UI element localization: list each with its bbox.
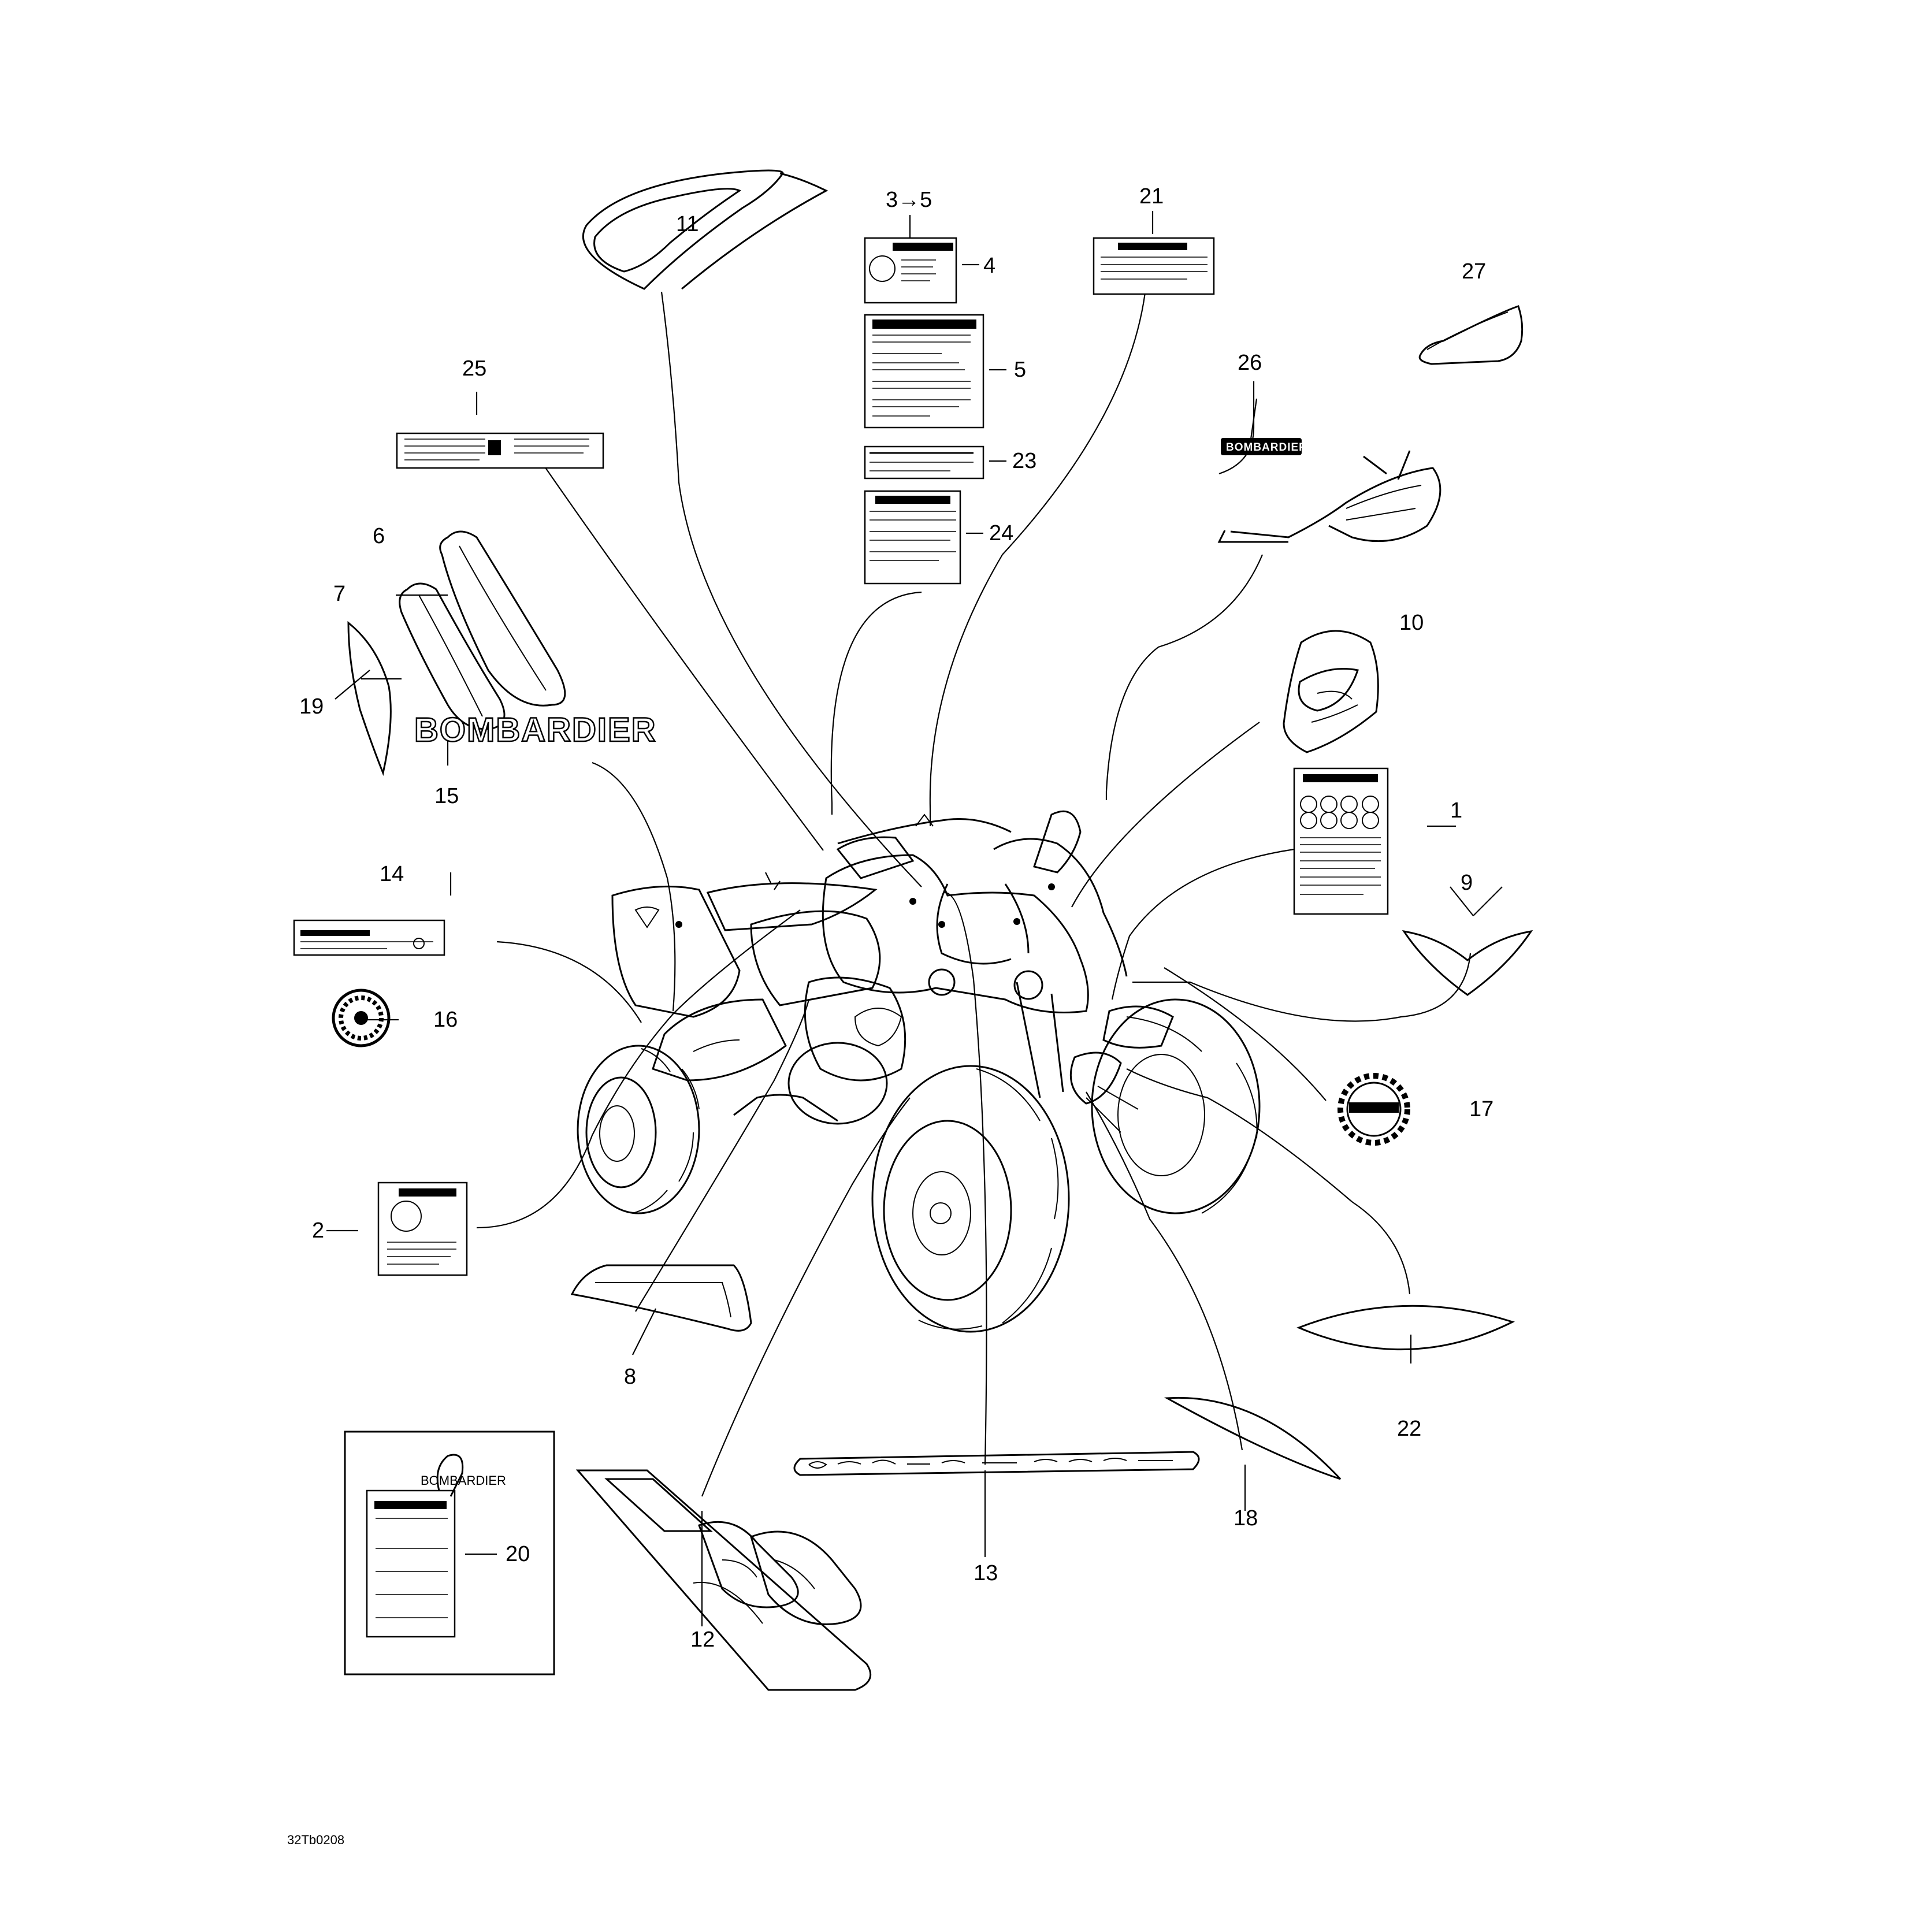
key-tag-icon: BOMBARDIER bbox=[344, 1431, 555, 1675]
warning-label-25 bbox=[396, 432, 604, 469]
callout-13: 13 bbox=[974, 1561, 998, 1585]
callout-22: 22 bbox=[1397, 1417, 1421, 1441]
atv-vehicle-icon bbox=[577, 810, 1261, 1333]
decal-12 bbox=[575, 1469, 872, 1691]
decal-6 bbox=[439, 530, 566, 707]
callout-12: 12 bbox=[690, 1628, 715, 1652]
callout-17: 17 bbox=[1469, 1097, 1493, 1121]
callout-1: 1 bbox=[1450, 798, 1462, 823]
figure-id: 32Tb0208 bbox=[287, 1833, 344, 1847]
key-tag-brand: BOMBARDIER bbox=[421, 1473, 506, 1488]
callout-23: 23 bbox=[1012, 449, 1036, 473]
callout-21: 21 bbox=[1139, 184, 1164, 209]
decal-11 bbox=[582, 169, 828, 290]
warning-label-1 bbox=[1293, 767, 1389, 915]
gear-emblem-icon bbox=[1337, 1073, 1410, 1146]
callout-3to5: 3→5 bbox=[886, 188, 932, 212]
bombardier-decal-26: BOMBARDIER bbox=[1221, 438, 1307, 455]
callout-19: 19 bbox=[299, 694, 324, 719]
decal-13 bbox=[793, 1451, 1200, 1476]
callout-11: 11 bbox=[676, 212, 699, 236]
callout-26: 26 bbox=[1238, 351, 1262, 375]
warning-label-23 bbox=[864, 445, 984, 480]
callout-20: 20 bbox=[506, 1542, 530, 1566]
callout-15: 15 bbox=[434, 784, 459, 808]
decal-19 bbox=[347, 621, 392, 776]
warning-label-4 bbox=[864, 237, 957, 304]
callout-6: 6 bbox=[373, 524, 385, 548]
callout-18: 18 bbox=[1233, 1506, 1258, 1530]
decal-9 bbox=[1402, 930, 1533, 996]
callout-8: 8 bbox=[624, 1365, 636, 1389]
bombardier-decal-15: BOMBARDIER bbox=[414, 711, 657, 750]
callout-4: 4 bbox=[983, 254, 995, 278]
warning-label-2 bbox=[377, 1182, 468, 1276]
warning-label-21 bbox=[1093, 237, 1215, 295]
warning-label-5 bbox=[864, 314, 984, 429]
callout-2: 2 bbox=[312, 1218, 324, 1243]
callout-16: 16 bbox=[433, 1008, 458, 1032]
callout-27: 27 bbox=[1462, 259, 1486, 284]
bombardier-small-text: BOMBARDIER bbox=[1226, 441, 1307, 454]
leader-lines bbox=[476, 277, 1472, 1497]
callout-25: 25 bbox=[462, 356, 486, 381]
callout-9: 9 bbox=[1461, 871, 1473, 895]
callout-14: 14 bbox=[380, 862, 404, 886]
decal-10 bbox=[1283, 630, 1379, 753]
callout-10: 10 bbox=[1399, 611, 1424, 635]
decal-7 bbox=[399, 582, 506, 730]
callout-5: 5 bbox=[1014, 358, 1026, 382]
callout-7: 7 bbox=[333, 582, 345, 606]
handguard-icon bbox=[1217, 450, 1441, 543]
decal-27 bbox=[1418, 305, 1524, 365]
callout-24: 24 bbox=[989, 521, 1013, 545]
decal-8 bbox=[570, 1264, 752, 1332]
warning-label-14 bbox=[293, 919, 445, 956]
decal-22 bbox=[1296, 1305, 1515, 1351]
circular-emblem-icon bbox=[332, 989, 391, 1047]
bombardier-large-text: BOMBARDIER bbox=[414, 711, 657, 749]
decal-18 bbox=[1164, 1396, 1342, 1480]
warning-label-24 bbox=[864, 490, 961, 585]
callout-numbers: 11 3→5 4 5 23 24 21 27 26 25 6 7 19 15 1… bbox=[299, 184, 1493, 1652]
